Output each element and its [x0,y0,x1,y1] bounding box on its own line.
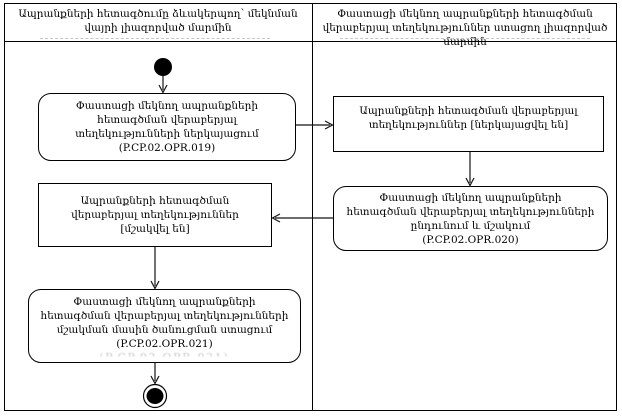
action-label: Փաստացի մեկնող ապրանքների հետագծման վերա… [75,100,259,140]
scan-artifact [340,38,590,39]
object-state: [մշակվել են] [120,223,190,235]
diagram-frame [4,3,617,411]
object-node-info-submitted: Ապրանքների հետագծման վերաբերյալ տեղեկութ… [333,96,604,152]
action-node-receive-notification: Փաստացի մեկնող ապրանքների հետագծման վերա… [28,289,301,363]
action-label: Փաստացի մեկնող ապրանքների հետագծման վերա… [346,191,595,232]
action-node-submit-info: Փաստացի մեկնող ապրանքների հետագծման վերա… [38,93,296,161]
action-code: (P.CP.02.OPR.021) [116,338,213,350]
action-code: (P.CP.02.OPR.019) [118,142,216,154]
object-label: Ապրանքների հետագծման վերաբերյալ տեղեկութ… [71,195,239,221]
lane-title-receiving-authority: Փաստացի մեկնող ապրանքների հետագծման վերա… [322,8,608,48]
action-node-receive-process-info: Փաստացի մեկնող ապրանքների հետագծման վերա… [333,186,608,251]
swimlane-divider [312,3,313,411]
action-code: (P.CP.02.OPR.020) [422,233,519,246]
scan-artifact: (P.CP.02.OPR.021) [38,351,291,356]
lane-title-departure-authority: Ապրանքների հետագծումը ձևակերպող՝ մեկնման… [18,8,298,34]
action-label: Փաստացի մեկնող ապրանքների հետագծման վերա… [40,296,289,336]
scan-artifact [40,38,270,39]
object-label: Ապրանքների հետագծման վերաբերյալ տեղեկութ… [359,105,578,131]
lane-header-separator [4,41,617,42]
object-node-info-processed: Ապրանքների հետագծման վերաբերյալ տեղեկութ… [38,183,272,247]
